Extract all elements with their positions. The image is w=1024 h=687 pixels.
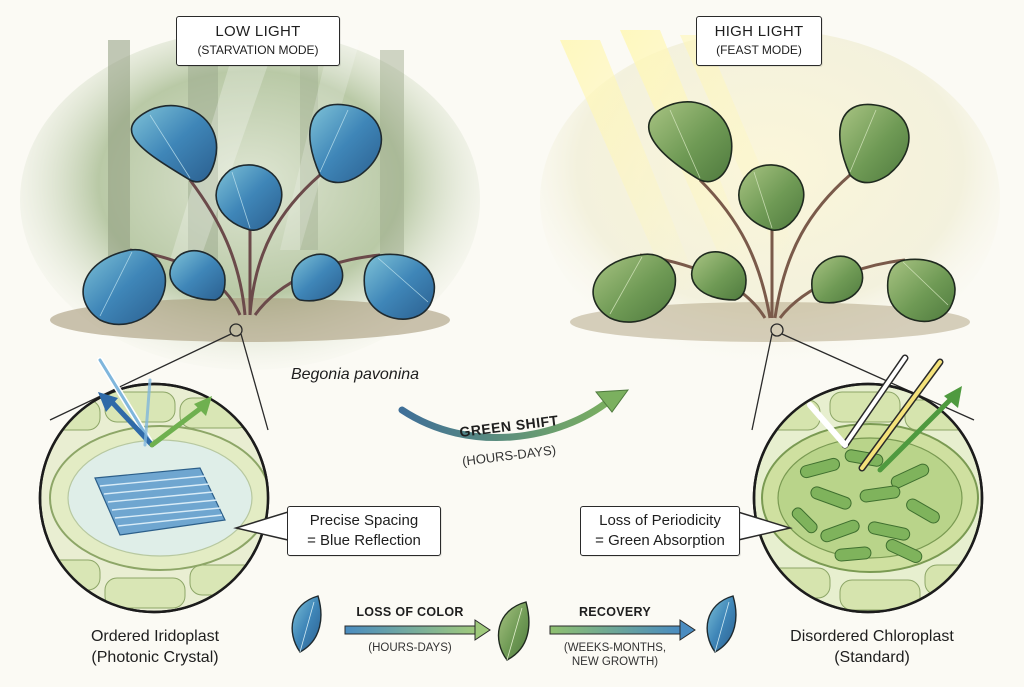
- chloroplast-caption: Disordered Chloroplast (Standard): [772, 626, 972, 668]
- high-light-subtitle: (FEAST MODE): [716, 43, 802, 57]
- green-begonia-plant: [592, 100, 956, 323]
- chloroplast-zoom-circle: [752, 382, 984, 614]
- recovery-duration-line1: (WEEKS-MONTHS,: [563, 642, 667, 654]
- loss-of-color-duration: (HOURS-DAYS): [368, 642, 452, 654]
- high-light-title: HIGH LIGHT: [714, 23, 804, 40]
- photonic-crystal-stack: [94, 467, 226, 536]
- low-light-title: LOW LIGHT: [215, 23, 301, 40]
- species-name: Begonia pavonina: [290, 366, 420, 383]
- iridoplast-caption: Ordered Iridoplast (Photonic Crystal): [60, 626, 250, 668]
- blue-begonia-plant: [82, 103, 436, 326]
- loss-of-color-label: LOSS OF COLOR: [356, 605, 464, 619]
- green-shift-arrow: [398, 389, 630, 442]
- timeline-arrow-loss: [344, 619, 491, 641]
- recovery-duration: (WEEKS-MONTHS, NEW GROWTH): [545, 641, 685, 669]
- right-light-rays: [807, 354, 962, 473]
- loss-of-periodicity-line1: Loss of Periodicity: [599, 512, 721, 529]
- timeline-green-leaf-middle: [497, 601, 530, 661]
- timeline-arrow-recovery: [549, 619, 696, 641]
- loss-of-periodicity-line2: = Green Absorption: [595, 532, 725, 549]
- precise-spacing-callout: Precise Spacing = Blue Reflection: [287, 506, 441, 556]
- loss-of-periodicity-callout: Loss of Periodicity = Green Absorption: [580, 506, 740, 556]
- disordered-thylakoids: [791, 449, 940, 563]
- high-light-title-box: HIGH LIGHT (FEAST MODE): [696, 16, 822, 66]
- precise-spacing-line1: Precise Spacing: [309, 512, 419, 529]
- iridoplast-zoom-circle: [38, 382, 270, 614]
- recovery-duration-line2: NEW GROWTH): [571, 656, 659, 668]
- recovery-label: RECOVERY: [578, 605, 652, 619]
- left-light-rays: [97, 357, 212, 448]
- timeline: [291, 595, 737, 661]
- iridoplast-caption-line2: (Photonic Crystal): [91, 649, 219, 666]
- timeline-blue-leaf-end: [706, 595, 737, 653]
- precise-spacing-line2: = Blue Reflection: [307, 532, 421, 549]
- chloroplast-caption-line2: (Standard): [834, 649, 910, 666]
- timeline-blue-leaf-start: [291, 595, 322, 653]
- iridoplast-caption-line1: Ordered Iridoplast: [90, 628, 220, 645]
- low-light-subtitle: (STARVATION MODE): [197, 43, 319, 57]
- chloroplast-caption-line1: Disordered Chloroplast: [790, 628, 954, 645]
- low-light-title-box: LOW LIGHT (STARVATION MODE): [176, 16, 340, 66]
